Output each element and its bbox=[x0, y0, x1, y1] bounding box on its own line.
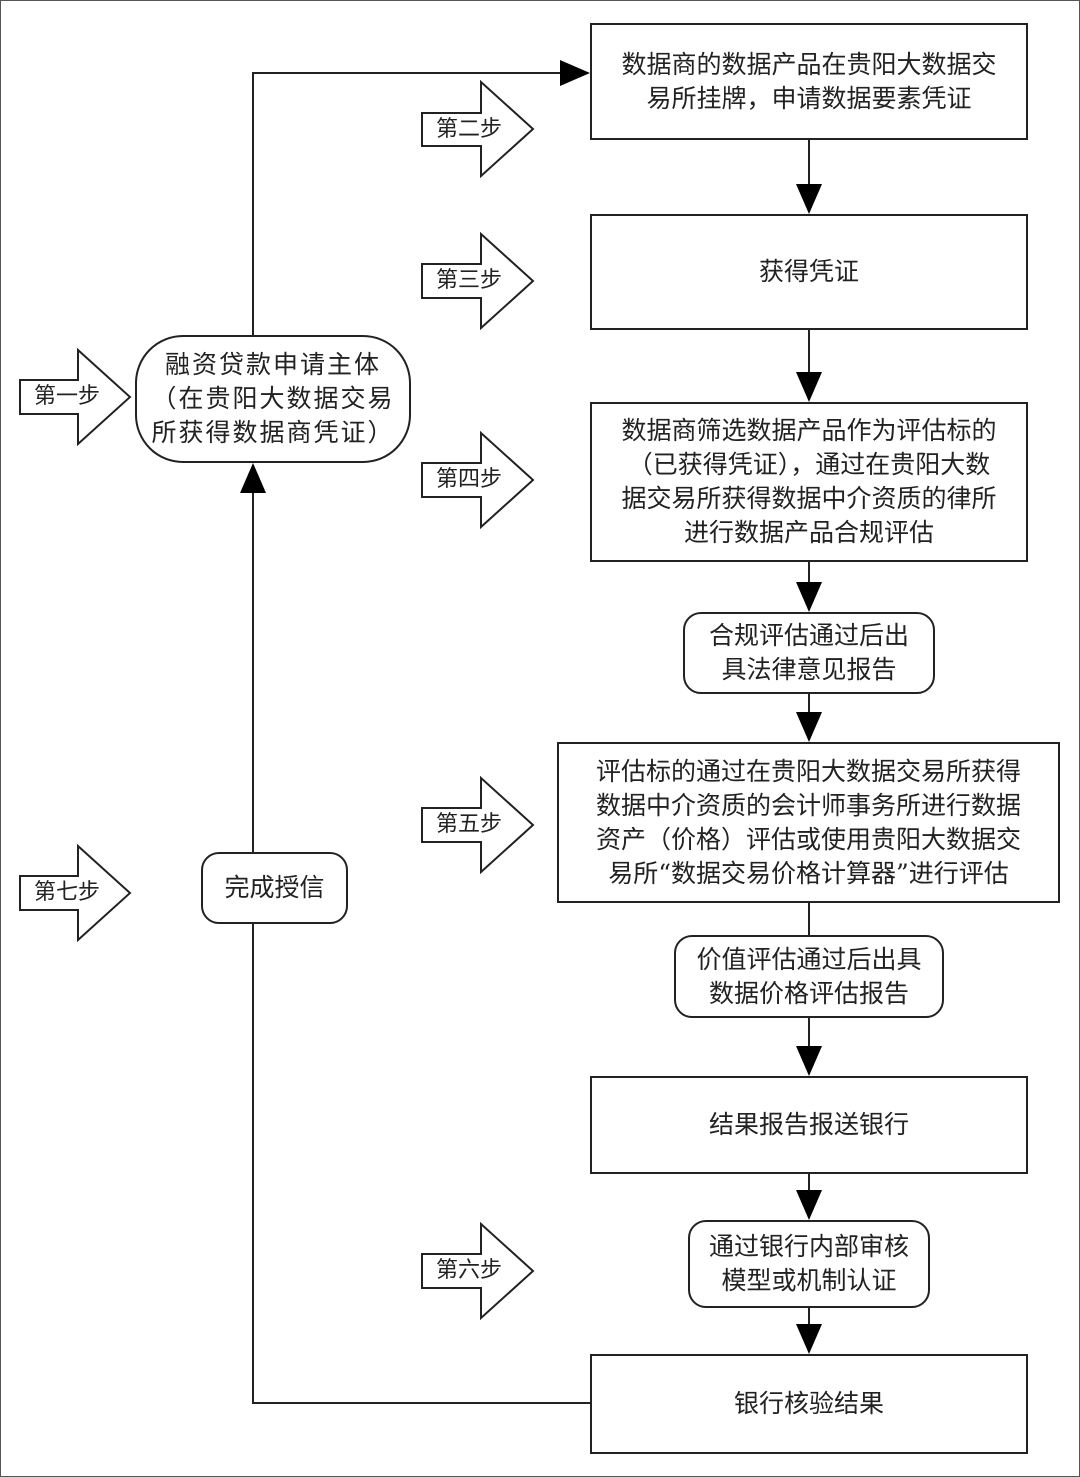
node-send-bank-text: 结果报告报送银行 bbox=[708, 1110, 909, 1139]
step-arrow-7 bbox=[19, 843, 132, 943]
node-applicant-text: 融资贷款申请主体 （在贵阳大数据交易 所获得数据商凭证） bbox=[151, 350, 395, 447]
arrowhead-review bbox=[796, 1190, 822, 1220]
step-arrow-4 bbox=[421, 430, 535, 530]
arrowhead-legal bbox=[796, 582, 822, 612]
node-listing: 数据商的数据产品在贵阳大数据交 易所挂牌，申请数据要素凭证 bbox=[590, 23, 1028, 140]
step-label-3: 第三步 bbox=[436, 268, 503, 293]
arrowhead-valuation bbox=[796, 712, 822, 742]
node-compliance-assessment: 数据商筛选数据产品作为评估标的 （已获得凭证），通过在贵阳大数 据交易所获得数据… bbox=[590, 402, 1028, 562]
node-send-bank: 结果报告报送银行 bbox=[590, 1076, 1028, 1174]
step-label-2: 第二步 bbox=[436, 117, 503, 142]
step-arrow-6 bbox=[421, 1221, 535, 1321]
arrowhead-obtain bbox=[796, 184, 822, 214]
node-complete-credit: 完成授信 bbox=[201, 852, 348, 924]
node-bank-review: 通过银行内部审核 模型或机制认证 bbox=[688, 1220, 930, 1308]
node-compliance-text: 数据商筛选数据产品作为评估标的 （已获得凭证），通过在贵阳大数 据交易所获得数据… bbox=[621, 416, 997, 547]
step-arrow-5 bbox=[421, 775, 535, 875]
node-legal-report-text: 合规评估通过后出 具法律意见报告 bbox=[708, 621, 909, 684]
node-bank-verify: 银行核验结果 bbox=[590, 1354, 1028, 1454]
step-label-5: 第五步 bbox=[436, 812, 503, 837]
node-listing-text: 数据商的数据产品在贵阳大数据交 易所挂牌，申请数据要素凭证 bbox=[621, 49, 997, 113]
node-obtain-credential: 获得凭证 bbox=[590, 214, 1028, 330]
arrowhead-listing bbox=[560, 60, 590, 86]
connector-applicant-to-listing bbox=[252, 72, 560, 335]
node-bank-verify-text: 银行核验结果 bbox=[733, 1389, 884, 1418]
step-label-1: 第一步 bbox=[34, 384, 101, 409]
node-legal-report: 合规评估通过后出 具法律意见报告 bbox=[683, 612, 935, 694]
node-price-report-text: 价值评估通过后出具 数据价格评估报告 bbox=[696, 944, 922, 1008]
node-credit-text: 完成授信 bbox=[224, 873, 325, 902]
node-applicant: 融资贷款申请主体 （在贵阳大数据交易 所获得数据商凭证） bbox=[135, 335, 411, 463]
arrowhead-verify bbox=[796, 1324, 822, 1354]
connector-verify-to-applicant bbox=[252, 493, 590, 1404]
step-arrow-3 bbox=[421, 231, 535, 331]
node-valuation-text: 评估标的通过在贵阳大数据交易所获得 数据中介资质的会计师事务所进行数据 资产（价… bbox=[595, 756, 1021, 888]
node-price-report: 价值评估通过后出具 数据价格评估报告 bbox=[674, 935, 944, 1018]
step-label-4: 第四步 bbox=[436, 467, 503, 492]
node-valuation: 评估标的通过在贵阳大数据交易所获得 数据中介资质的会计师事务所进行数据 资产（价… bbox=[557, 742, 1060, 903]
node-obtain-text: 获得凭证 bbox=[758, 257, 859, 286]
arrowhead-applicant bbox=[240, 463, 266, 493]
step-arrow-1 bbox=[19, 347, 132, 447]
step-label-7: 第七步 bbox=[34, 880, 101, 905]
arrowhead-compliance bbox=[796, 372, 822, 402]
node-bank-review-text: 通过银行内部审核 模型或机制认证 bbox=[708, 1232, 909, 1295]
step-arrow-2 bbox=[421, 79, 535, 179]
arrowhead-sendbank bbox=[796, 1046, 822, 1076]
step-label-6: 第六步 bbox=[436, 1258, 503, 1283]
